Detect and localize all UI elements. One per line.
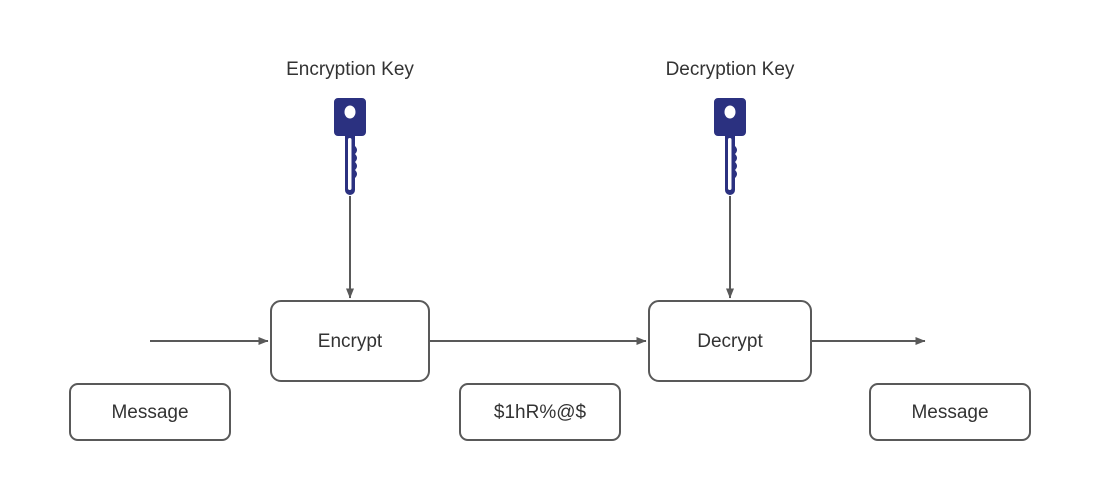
decryption-key-label: Decryption Key [665,59,795,80]
key-icon [714,98,746,195]
ciphertext-box[interactable]: $1hR%@$ [459,383,621,441]
encryption-key-label: Encryption Key [286,59,414,80]
key-icon [334,98,366,195]
decrypt-process-box[interactable]: Decrypt [648,300,812,382]
encrypt-process-box[interactable]: Encrypt [270,300,430,382]
message-output-box[interactable]: Message [869,383,1031,441]
message-input-box[interactable]: Message [69,383,231,441]
